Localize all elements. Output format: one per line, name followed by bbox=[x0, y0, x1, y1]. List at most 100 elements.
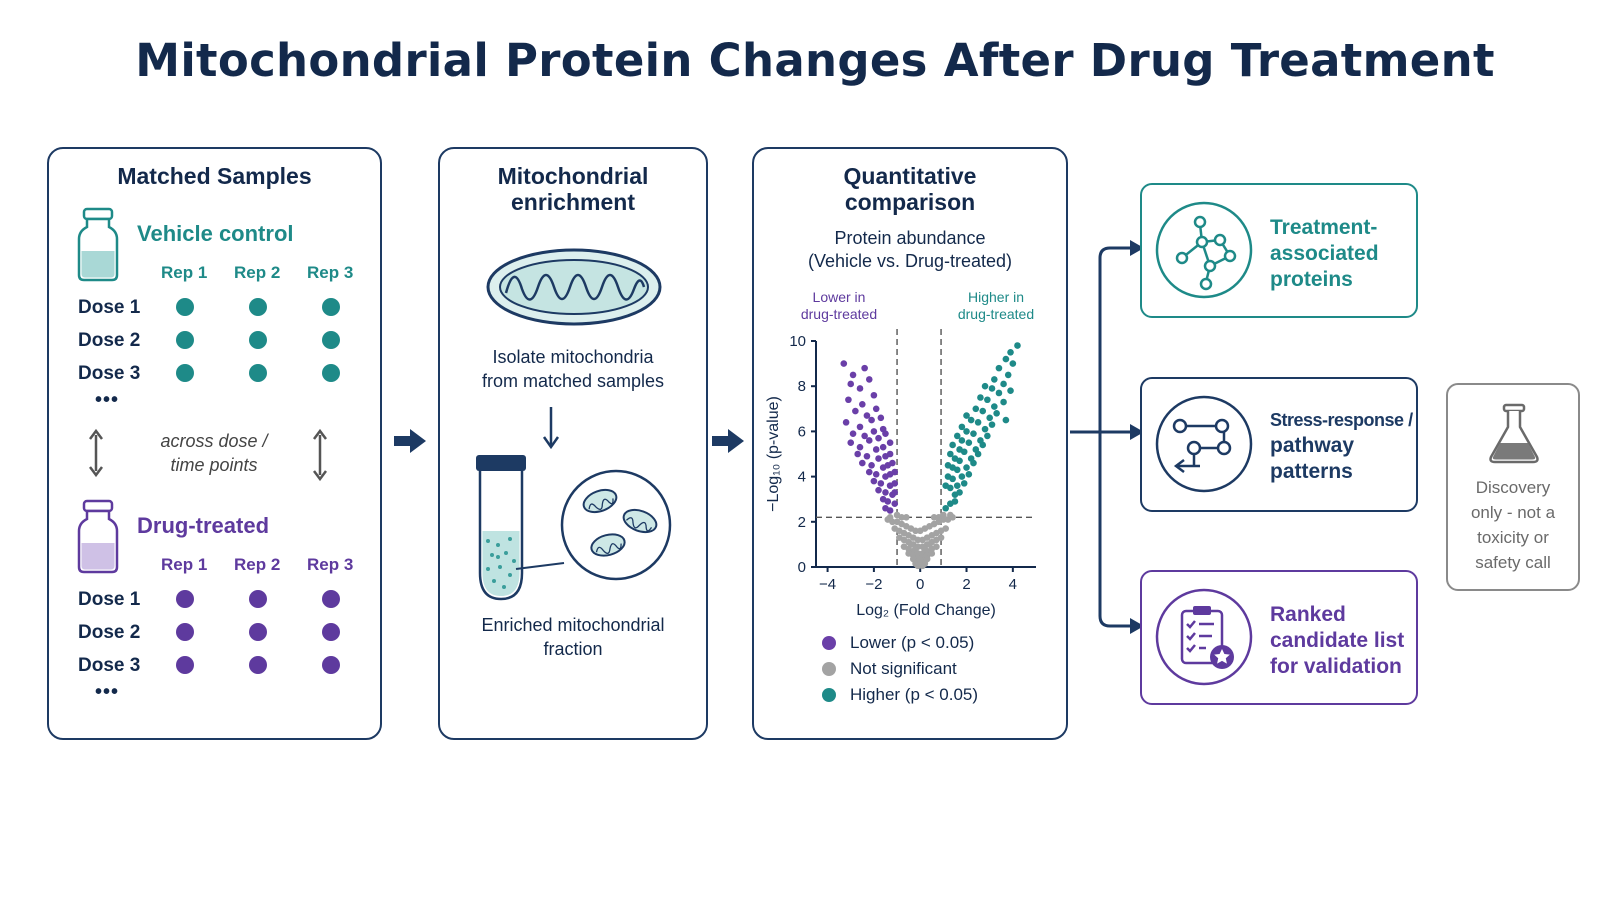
data-point bbox=[1002, 355, 1010, 363]
data-point bbox=[865, 437, 873, 444]
result-text-line: fraction bbox=[543, 639, 603, 659]
data-point bbox=[944, 462, 952, 469]
data-point bbox=[914, 562, 922, 570]
sample-dot bbox=[322, 656, 340, 674]
data-point bbox=[984, 396, 991, 404]
output-label-line: associated bbox=[1270, 242, 1379, 265]
data-point bbox=[914, 536, 922, 544]
data-point bbox=[879, 443, 887, 451]
data-point bbox=[958, 473, 966, 480]
legend-label: Not significant bbox=[850, 659, 957, 678]
data-point bbox=[856, 423, 864, 431]
vehicle-control-label: Vehicle control bbox=[137, 221, 294, 246]
data-point bbox=[847, 380, 855, 388]
output-label-line: Ranked bbox=[1270, 603, 1346, 626]
sample-dot bbox=[322, 623, 340, 641]
output-label: Ranked candidate list for validation bbox=[1270, 602, 1404, 680]
data-point bbox=[967, 416, 975, 424]
data-point bbox=[842, 419, 850, 426]
output-label-line: Stress-response / bbox=[1270, 410, 1413, 430]
data-point bbox=[886, 450, 894, 458]
data-point bbox=[953, 432, 961, 440]
x-tick-label: −2 bbox=[865, 576, 882, 593]
sample-dot bbox=[322, 331, 340, 349]
branch-arrows bbox=[1070, 240, 1144, 634]
dose-label: Dose 3 bbox=[78, 655, 141, 676]
data-point bbox=[991, 376, 998, 383]
data-point bbox=[930, 513, 938, 521]
data-point bbox=[884, 498, 892, 505]
panel-title-line: comparison bbox=[844, 189, 976, 215]
sample-dot bbox=[322, 590, 340, 608]
y-tick-label: 6 bbox=[798, 423, 806, 440]
output-label-line: pathway bbox=[1270, 434, 1355, 457]
data-point bbox=[995, 364, 1003, 372]
rep-label: Rep 2 bbox=[234, 555, 281, 574]
data-point bbox=[849, 371, 857, 379]
data-point bbox=[974, 419, 982, 426]
double-arrow-icon bbox=[89, 428, 103, 478]
data-point bbox=[970, 430, 977, 437]
data-point bbox=[893, 511, 901, 519]
output-label: Stress-response / pathway patterns bbox=[1270, 407, 1413, 485]
data-point bbox=[852, 407, 859, 415]
data-point bbox=[991, 403, 998, 410]
note-text: Discovery only - not a toxicity or safet… bbox=[1448, 475, 1578, 575]
higher-annotation: Higher in drug-treated bbox=[941, 289, 1051, 323]
data-point bbox=[1000, 380, 1007, 388]
panel-title-line: Quantitative bbox=[843, 163, 977, 189]
sample-dot bbox=[249, 331, 267, 349]
more-doses-ellipsis: ••• bbox=[95, 681, 120, 703]
across-dose-line: time points bbox=[170, 455, 258, 475]
output-label-line: proteins bbox=[1270, 268, 1353, 291]
step-text-line: Isolate mitochondria bbox=[492, 347, 654, 367]
data-point bbox=[933, 543, 940, 550]
data-point bbox=[951, 491, 959, 498]
panel-title-line: Mitochondrial bbox=[497, 163, 649, 189]
data-point bbox=[981, 425, 989, 433]
data-point bbox=[868, 462, 875, 469]
sample-dot bbox=[176, 656, 194, 674]
sample-dot bbox=[176, 623, 194, 641]
data-point bbox=[1000, 398, 1007, 406]
data-point bbox=[870, 428, 878, 435]
data-point bbox=[1007, 349, 1014, 356]
sample-dot bbox=[322, 298, 340, 316]
legend-swatch bbox=[822, 662, 836, 676]
data-point bbox=[868, 416, 875, 424]
sample-dot bbox=[176, 331, 194, 349]
data-point bbox=[861, 432, 868, 440]
data-point bbox=[944, 473, 952, 480]
double-arrow-icon bbox=[313, 428, 327, 482]
y-tick-label: 8 bbox=[798, 378, 806, 395]
vehicle-vial-icon bbox=[77, 207, 119, 282]
dose-label: Dose 1 bbox=[78, 297, 141, 318]
across-dose-note: across dose / time points bbox=[149, 429, 279, 477]
sample-dot bbox=[249, 364, 267, 382]
chart-subtitle: Protein abundance (Vehicle vs. Drug-trea… bbox=[754, 227, 1066, 273]
data-point bbox=[875, 455, 882, 462]
data-point bbox=[891, 500, 899, 508]
result-text-line: Enriched mitochondrial bbox=[481, 615, 665, 635]
drug-treated-label: Drug-treated bbox=[137, 513, 270, 538]
data-point bbox=[972, 405, 980, 413]
legend-swatch bbox=[822, 688, 836, 702]
data-point bbox=[875, 486, 882, 494]
rep-label: Rep 3 bbox=[307, 555, 354, 574]
output-label-line: for validation bbox=[1270, 655, 1402, 678]
dose-label: Dose 2 bbox=[78, 330, 141, 351]
legend-label: Lower (p < 0.05) bbox=[850, 633, 975, 652]
data-point bbox=[942, 482, 949, 489]
data-point bbox=[882, 489, 889, 496]
data-point bbox=[960, 480, 968, 487]
data-point bbox=[995, 389, 1003, 397]
sample-dot bbox=[249, 590, 267, 608]
lower-annotation: Lower in drug-treated bbox=[784, 289, 894, 323]
data-point bbox=[840, 360, 848, 367]
data-point bbox=[970, 459, 977, 467]
chart-subtitle-line: Protein abundance bbox=[834, 228, 986, 248]
mitochondrion-icon bbox=[486, 248, 662, 326]
data-point bbox=[958, 423, 966, 431]
page-title: Mitochondrial Protein Changes After Drug… bbox=[135, 34, 1495, 87]
data-point bbox=[979, 441, 987, 449]
